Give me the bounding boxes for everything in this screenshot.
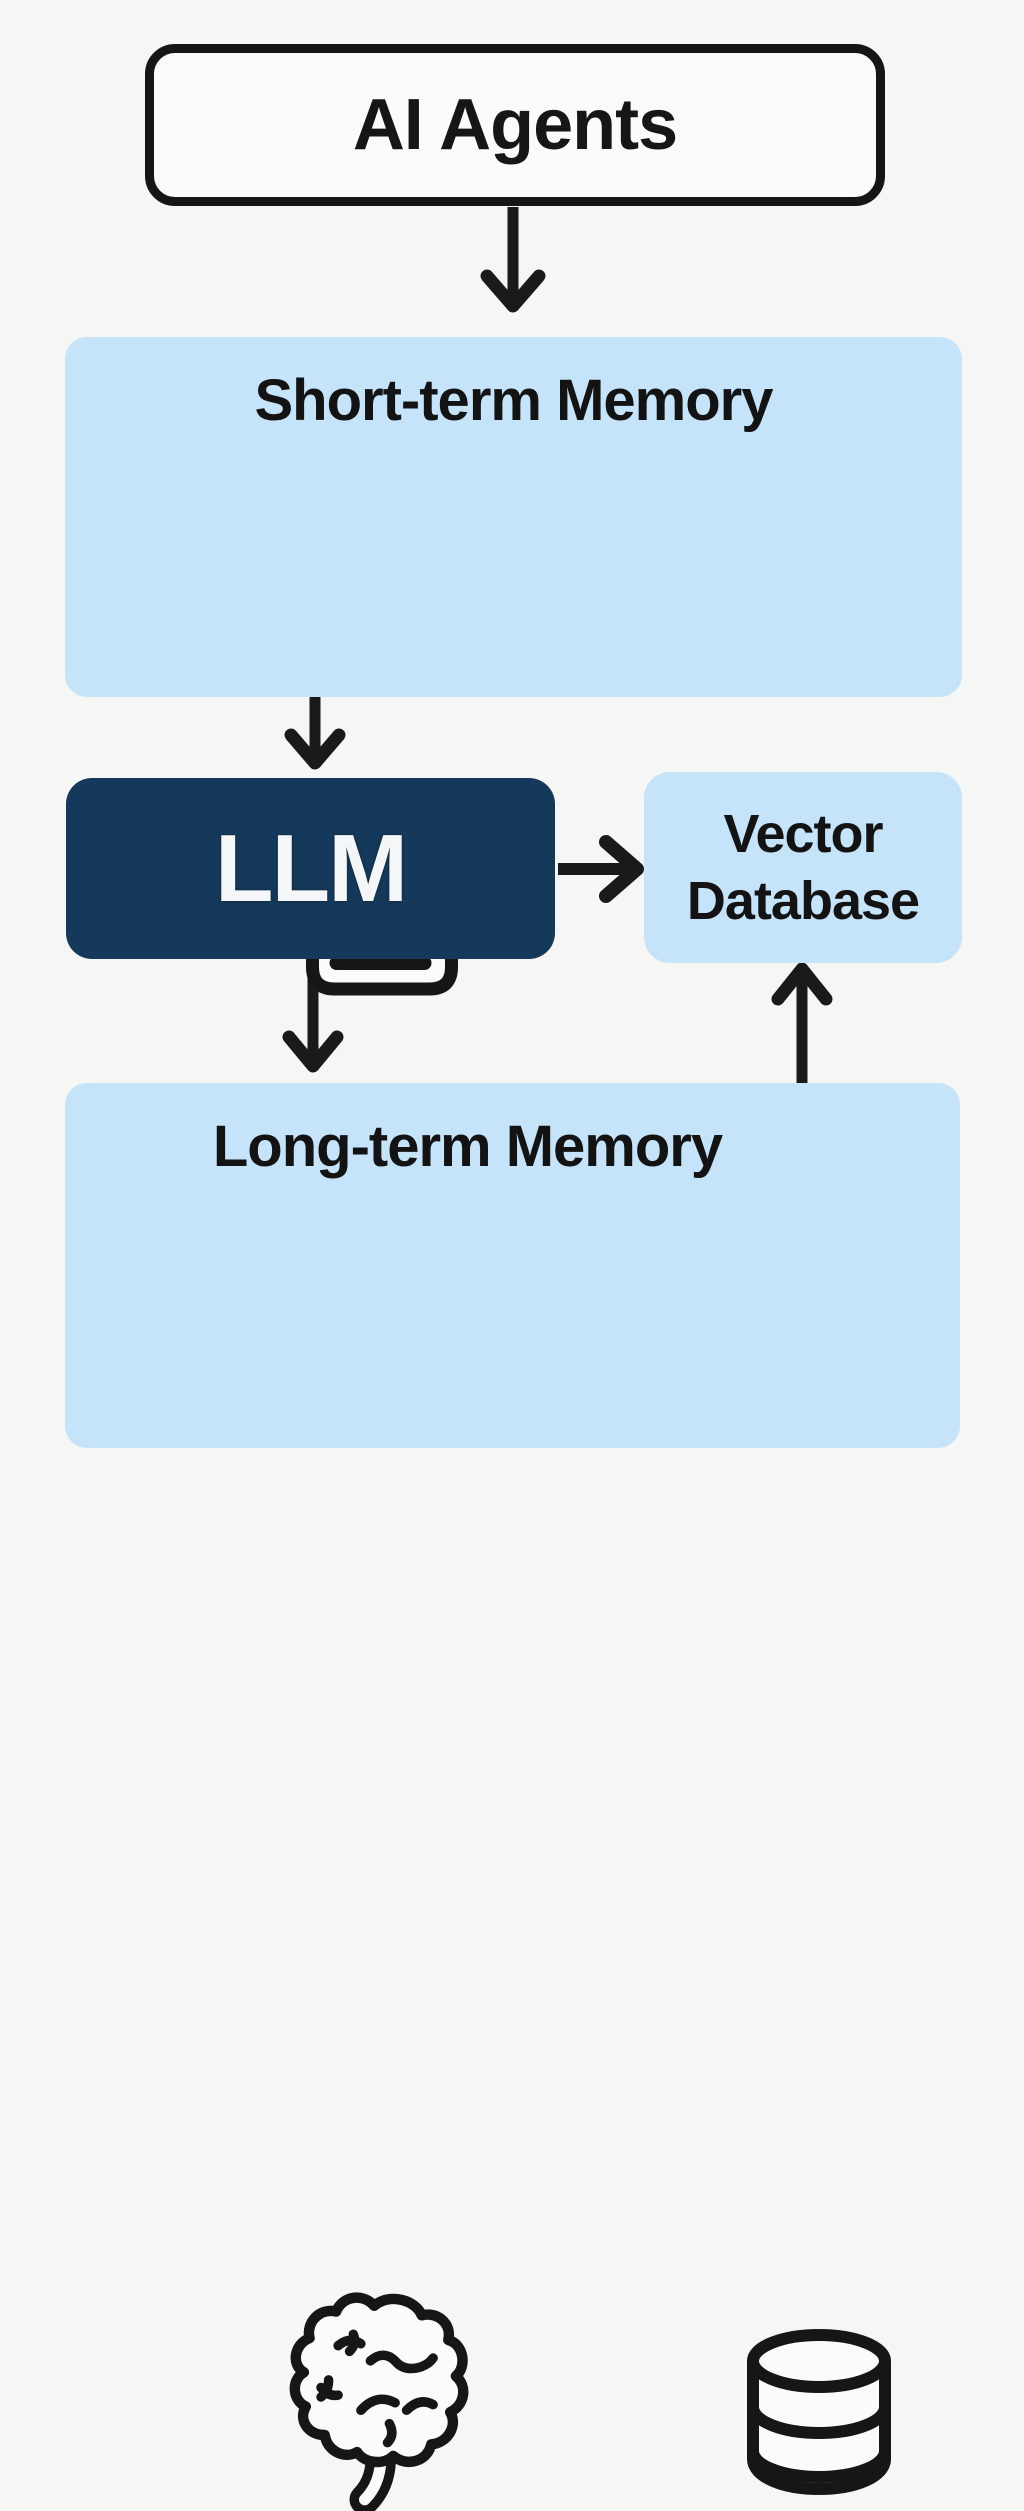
node-llm: LLM xyxy=(66,778,555,959)
ai-agents-label: AI Agents xyxy=(352,85,678,165)
arrow-ai-to-short-term xyxy=(480,207,546,313)
short-term-memory-label: Short-term Memory xyxy=(254,368,774,433)
llm-label: LLM xyxy=(214,814,408,922)
database-icon xyxy=(747,2329,891,2496)
node-ai-agents: AI Agents xyxy=(145,44,885,206)
brain-icon xyxy=(289,2292,469,2511)
node-vector-database: Vector Database xyxy=(644,772,962,963)
vector-database-label-line2: Database xyxy=(686,870,920,931)
arrow-long-term-to-vector-db xyxy=(771,962,833,1083)
long-term-memory-label: Long-term Memory xyxy=(212,1114,723,1179)
node-short-term-memory: Short-term Memory xyxy=(65,337,962,996)
vector-database-label-line1: Vector xyxy=(723,804,883,865)
arrow-llm-to-vector-db xyxy=(558,835,644,903)
diagram-canvas: AI Agents Short-term Memory LLM Vector D… xyxy=(65,44,962,2511)
node-long-term-memory: Long-term Memory xyxy=(65,1083,960,2511)
